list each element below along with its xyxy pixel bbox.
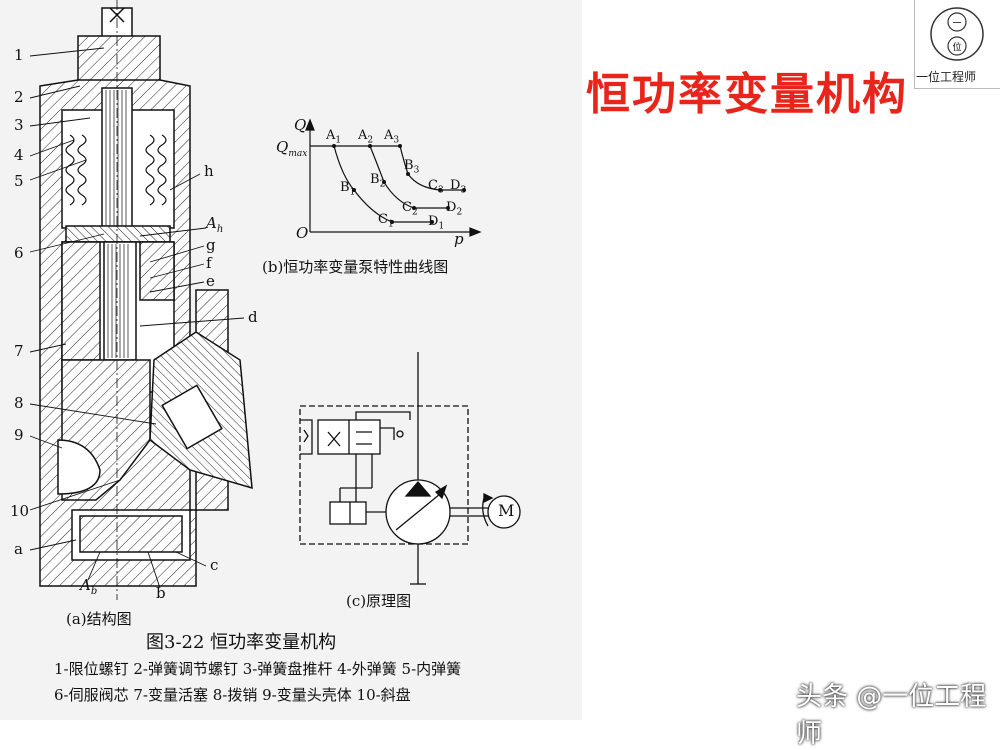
brand-name: 一位工程师 xyxy=(916,70,977,84)
legend-line-2: 6-伺服阀芯 7-变量活塞 8-拨销 9-变量头壳体 10-斜盘 xyxy=(54,686,411,704)
part-label-g: g xyxy=(206,236,216,254)
structure-caption: (a)结构图 xyxy=(66,610,132,628)
point-D1: D1 xyxy=(428,214,445,232)
part-label-c: c xyxy=(210,556,219,574)
legend-line-1: 1-限位螺钉 2-弹簧调节螺钉 3-弹簧盘推杆 4-外弹簧 5-内弹簧 xyxy=(54,660,462,678)
point-B1: B1 xyxy=(340,180,356,198)
part-label-8: 8 xyxy=(14,394,24,412)
part-label-9: 9 xyxy=(14,426,24,444)
part-label-1: 1 xyxy=(14,46,24,64)
point-A1: A1 xyxy=(326,128,342,146)
principle-schematic xyxy=(299,352,521,585)
figure-title: 图3-22 恒功率变量机构 xyxy=(146,632,337,653)
point-B2: B2 xyxy=(370,172,386,190)
motor-label: M xyxy=(498,501,515,520)
brand-logo: 一 位 xyxy=(914,0,1000,89)
point-A2: A2 xyxy=(358,128,374,146)
part-label-10: 10 xyxy=(10,502,30,520)
slide-title: 恒功率变量机构 xyxy=(586,69,908,120)
svg-text:一: 一 xyxy=(952,19,961,29)
point-C3: C3 xyxy=(428,178,444,196)
part-label-6: 6 xyxy=(14,244,24,262)
schematic-caption: (c)原理图 xyxy=(346,592,412,610)
part-label-Ab: Ab xyxy=(80,576,98,597)
curve-y-label: Q xyxy=(294,116,307,134)
curve-origin-label: O xyxy=(296,224,309,242)
part-label-b: b xyxy=(156,584,166,602)
part-label-2: 2 xyxy=(14,88,24,106)
structure-drawing xyxy=(29,0,253,600)
part-label-3: 3 xyxy=(14,116,24,134)
point-A3: A3 xyxy=(384,128,400,146)
brand-seal-icon: 一 位 xyxy=(930,7,984,61)
curve-caption: (b)恒功率变量泵特性曲线图 xyxy=(262,258,449,276)
point-B3: B3 xyxy=(404,158,420,176)
leader-lines xyxy=(29,47,245,589)
svg-text:位: 位 xyxy=(952,41,961,53)
structure-body xyxy=(39,0,253,600)
part-label-h: h xyxy=(204,162,214,180)
point-C1: C1 xyxy=(378,212,394,230)
characteristic-curve xyxy=(305,118,482,237)
point-C2: C2 xyxy=(402,200,418,218)
curve-x-label: p xyxy=(454,230,464,248)
curve-qmax-label: Qmax xyxy=(276,138,308,159)
part-label-a: a xyxy=(14,540,23,558)
part-label-d: d xyxy=(248,308,258,326)
part-label-5: 5 xyxy=(14,172,24,190)
part-label-7: 7 xyxy=(14,342,24,360)
point-D2: D2 xyxy=(446,200,463,218)
part-label-4: 4 xyxy=(14,146,24,164)
watermark: 头条 @一位工程师 xyxy=(796,682,987,749)
point-D3: D3 xyxy=(450,178,467,196)
part-label-Ah: Ah xyxy=(206,214,224,235)
part-label-e: e xyxy=(206,272,215,290)
part-label-f: f xyxy=(206,254,212,272)
